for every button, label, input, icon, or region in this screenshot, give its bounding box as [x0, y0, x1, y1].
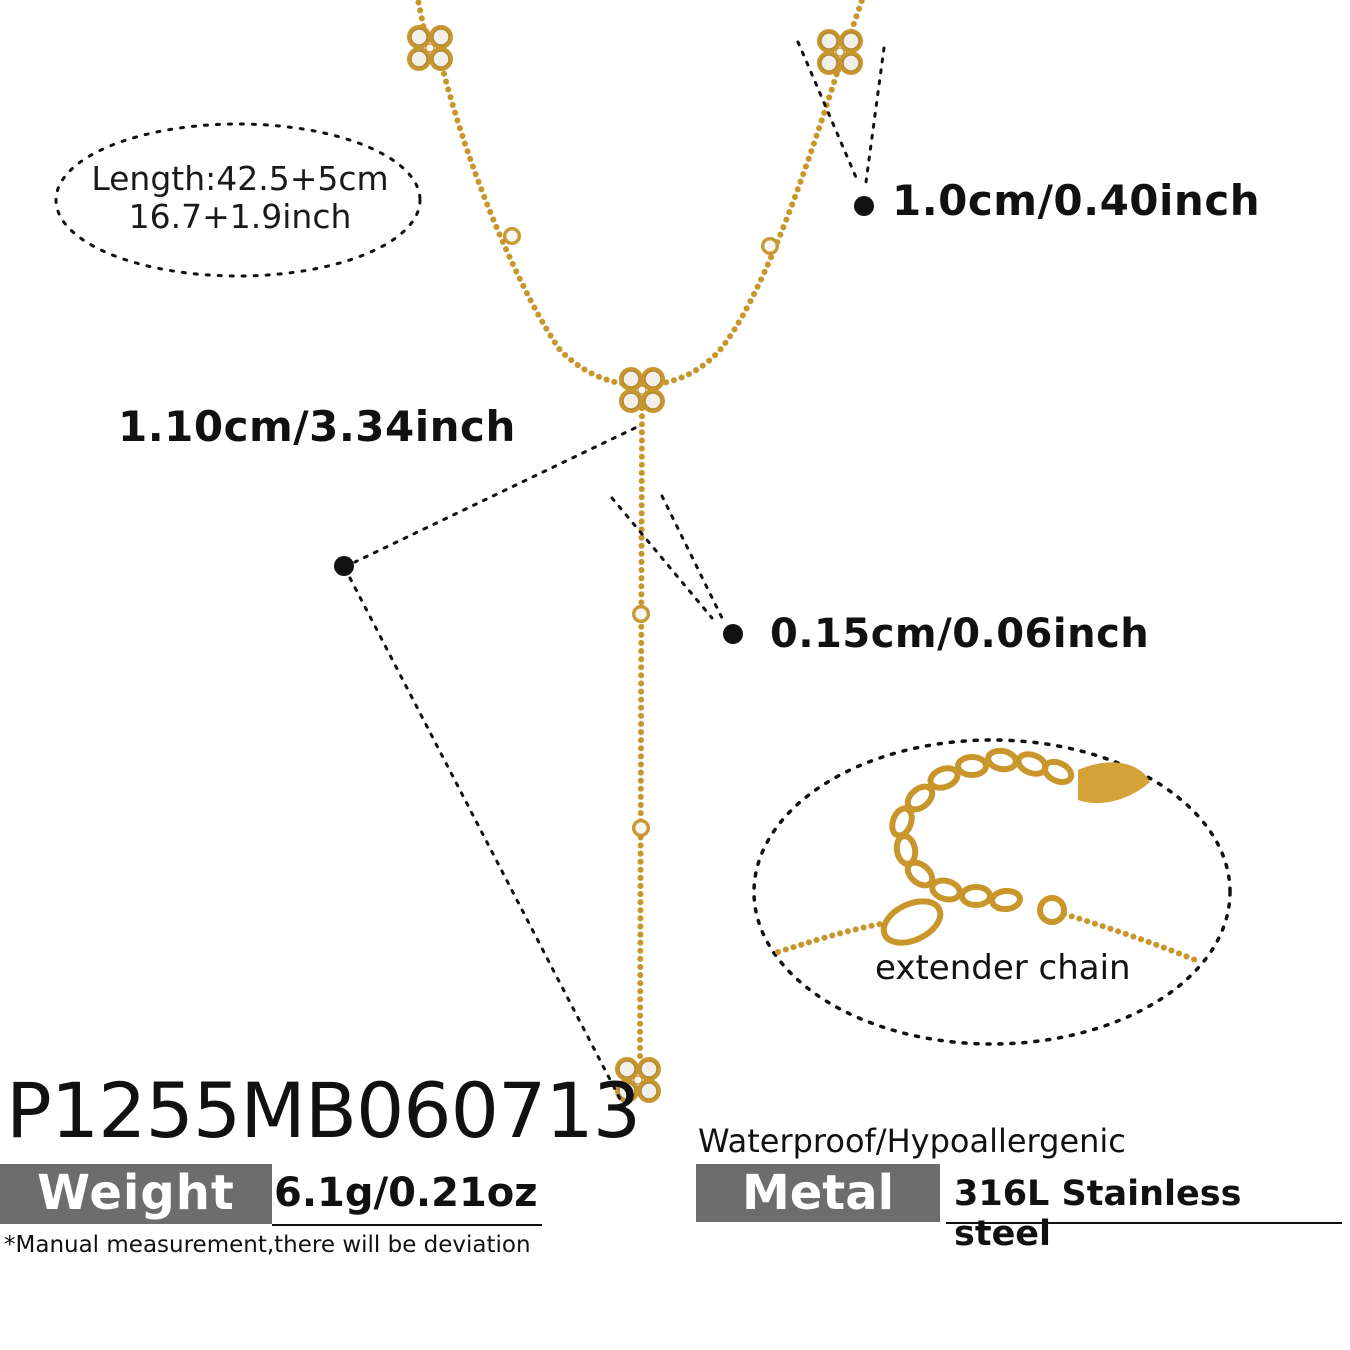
extender-bead-chain: [775, 911, 1203, 965]
clover-charm-left: [406, 24, 454, 72]
bezel-stone-drop-2: [631, 818, 651, 838]
extender-label: extender chain: [875, 948, 1131, 988]
extender-ellipse: [752, 738, 1232, 1046]
metal-value: 316L Stainless steel: [954, 1174, 1242, 1254]
length-spec: Length:42.5+5cm 16.7+1.9inch: [60, 160, 420, 236]
length-ellipse: [54, 122, 422, 278]
product-properties: Waterproof/Hypoallergenic: [698, 1122, 1126, 1160]
top-charm-dimension: 1.0cm/0.40inch: [892, 176, 1261, 225]
metal-underline: [946, 1222, 1342, 1224]
measurement-note: *Manual measurement,there will be deviat…: [4, 1232, 531, 1258]
pendant-dimension: 1.10cm/3.34inch: [118, 402, 516, 451]
length-inch: 16.7+1.9inch: [128, 197, 352, 236]
weight-underline: [272, 1224, 542, 1226]
bead-chain: [415, 0, 865, 1063]
pendant-measure: [348, 426, 637, 1124]
bead-dot: [723, 624, 743, 644]
length-cm: Length:42.5+5cm: [91, 159, 389, 198]
bead-measure: [610, 494, 724, 620]
bezel-stone-drop-1: [631, 604, 651, 624]
bezel-stone-right: [760, 236, 780, 256]
product-sku: P1255MB060713: [6, 1066, 641, 1155]
extender-chain-links: [880, 747, 1075, 946]
bead-dimension: 0.15cm/0.06inch: [770, 611, 1150, 657]
top-charm-dot: [854, 196, 874, 216]
top-charm-measure: [796, 40, 886, 184]
weight-value: 6.1g/0.21oz: [274, 1170, 538, 1216]
bezel-stone-left: [502, 226, 522, 246]
weight-tag: Weight: [0, 1164, 272, 1224]
pendant-dot: [334, 556, 354, 576]
extender-tag: [1078, 762, 1150, 804]
metal-tag: Metal: [696, 1164, 940, 1222]
